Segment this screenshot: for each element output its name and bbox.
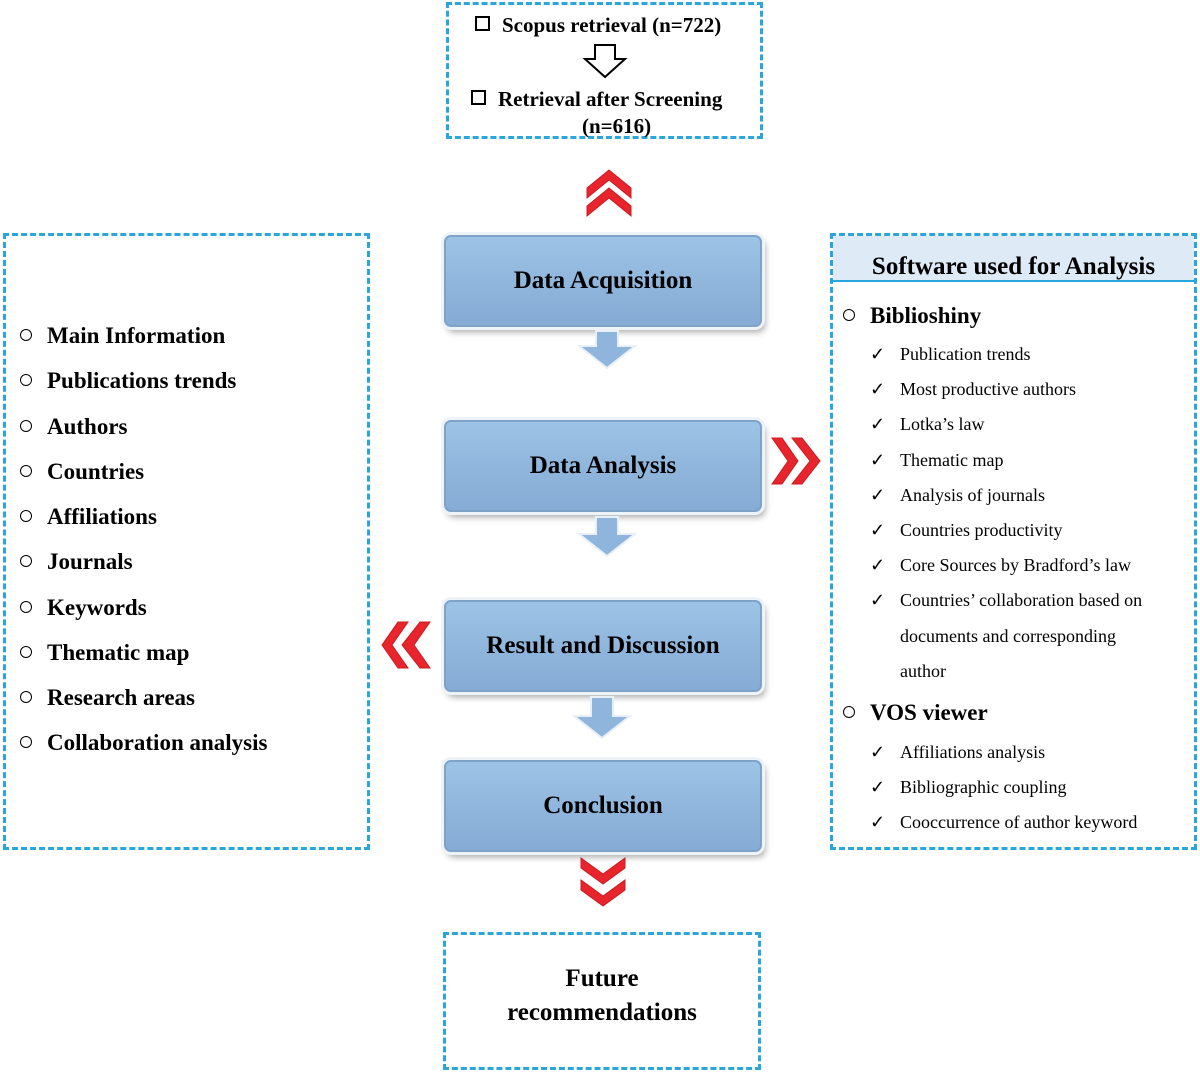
left-chevron-icon [381,621,431,669]
list-item: Research areas [20,685,195,711]
list-item: Publications trends [20,368,236,394]
list-item: ✓Bibliographic coupling [870,777,1067,797]
checkmark-icon: ✓ [870,590,886,610]
software-header: Software used for Analysis [833,236,1194,282]
down-arrow-icon [576,516,638,558]
future-line-2: recommendations [507,999,697,1026]
bullet-circle-icon [20,510,32,522]
checkmark-icon: ✓ [870,520,886,540]
checkmark-icon: ✓ [870,344,886,364]
stage-result-discussion: Result and Discussion [444,600,762,692]
list-item: ✓Publication trends [870,344,1031,364]
list-item: Main Information [20,323,225,349]
scopus-retrieval-item: Scopus retrieval (n=722) [475,13,721,38]
list-item: ✓Countries productivity [870,520,1063,540]
list-item: ✓Most productive authors [870,379,1076,399]
bullet-circle-icon [20,736,32,748]
stage-data-analysis: Data Analysis [444,420,762,512]
screened-retrieval-item: Retrieval after Screening [471,87,722,112]
list-item-continuation: author [900,661,946,681]
checkmark-icon: ✓ [870,414,886,434]
list-item: ✓Affiliations analysis [870,742,1046,762]
software-box [830,233,1197,850]
list-item: ✓Analysis of journals [870,485,1045,505]
software-vos-viewer: VOS viewer [843,700,988,726]
list-item: ✓Countries’ collaboration based on [870,590,1143,610]
list-item: Authors [20,414,128,440]
down-arrow-icon [571,696,633,740]
checkmark-icon: ✓ [870,485,886,505]
bullet-circle-icon [20,420,32,432]
future-recommendations-box: Future recommendations [443,932,761,1070]
bullet-circle-icon [20,646,32,658]
checkmark-icon: ✓ [870,742,886,762]
list-item: Keywords [20,595,147,621]
bullet-circle-icon [20,374,32,386]
right-chevron-icon [771,437,821,485]
checkmark-icon: ✓ [870,450,886,470]
list-item: ✓Thematic map [870,450,1004,470]
checkbox-square-icon [471,90,486,105]
list-item: ✓Core Sources by Bradford’s law [870,555,1131,575]
retrieval-box: Scopus retrieval (n=722) Retrieval after… [446,2,763,139]
list-item: Journals [20,549,133,575]
bullet-circle-icon [20,601,32,613]
hollow-down-arrow-icon [582,44,628,79]
checkmark-icon: ✓ [870,379,886,399]
list-item: ✓Cooccurrence of author keyword [870,812,1138,832]
results-list-box: Main Information Publications trends Aut… [3,233,370,850]
checkmark-icon: ✓ [870,777,886,797]
checkmark-icon: ✓ [870,812,886,832]
list-item: Collaboration analysis [20,730,267,756]
list-item: Thematic map [20,640,189,666]
stage-data-acquisition: Data Acquisition [444,235,762,327]
software-biblioshiny: Biblioshiny [843,303,981,329]
bullet-circle-icon [843,706,855,718]
bullet-circle-icon [20,691,32,703]
up-chevron-icon [586,169,632,218]
down-arrow-icon [576,330,638,370]
checkmark-icon: ✓ [870,555,886,575]
future-line-1: Future [565,965,639,992]
stage-conclusion: Conclusion [444,760,762,852]
bullet-circle-icon [20,555,32,567]
list-item-continuation: documents and corresponding [900,626,1116,646]
list-item: Affiliations [20,504,157,530]
bullet-circle-icon [843,309,855,321]
checkbox-square-icon [475,16,490,31]
list-item: ✓Lotka’s law [870,414,985,434]
list-item: Countries [20,459,144,485]
bullet-circle-icon [20,465,32,477]
down-chevron-icon [580,857,626,907]
screened-retrieval-count: (n=616) [582,114,652,138]
bullet-circle-icon [20,329,32,341]
